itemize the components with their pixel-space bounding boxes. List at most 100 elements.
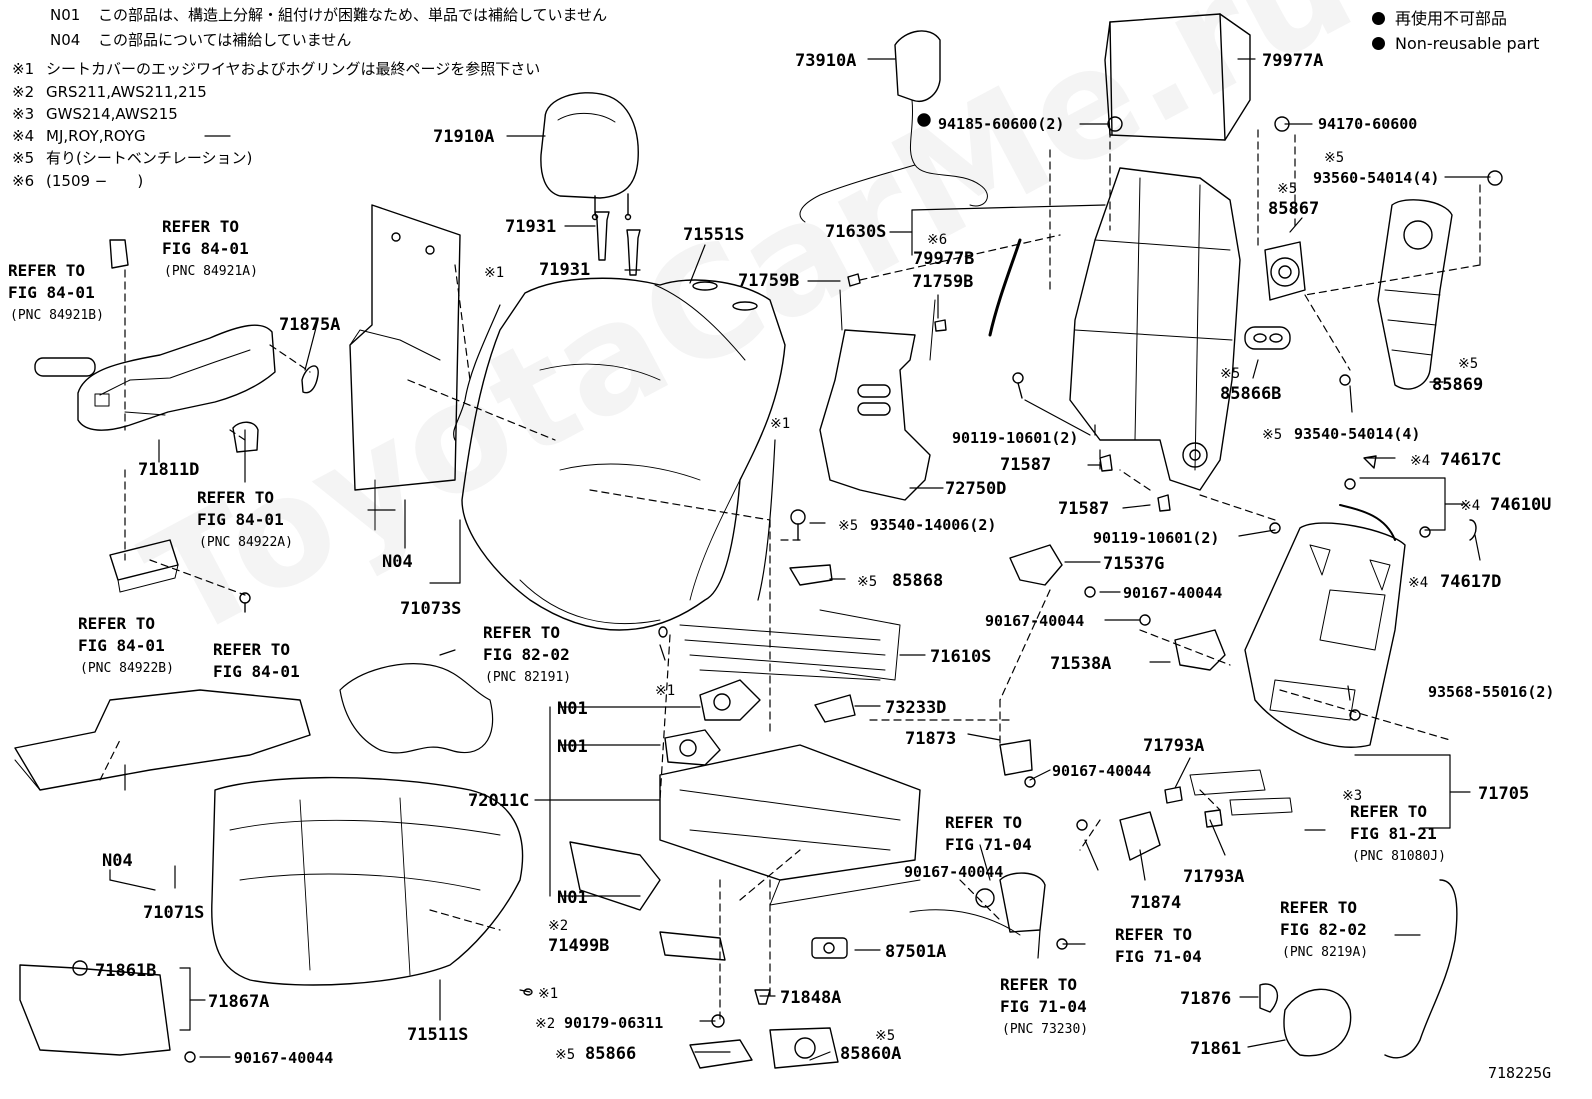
screw-74610u-a: [1344, 478, 1356, 490]
clip-71587-a: [1099, 454, 1113, 472]
sensor-87501a: [811, 937, 848, 959]
fan-85867: [1264, 241, 1306, 301]
svg-text:(PNC 82191): (PNC 82191): [485, 670, 571, 685]
svg-text:FIG 84-01: FIG 84-01: [197, 510, 284, 529]
grommet: [975, 888, 995, 908]
hog-ring: [523, 988, 533, 996]
mark: ※5: [1324, 150, 1344, 166]
leader-lines: [109, 58, 1491, 1061]
svg-text:REFER TO: REFER TO: [1350, 802, 1427, 821]
screw-90167-a: [1084, 586, 1096, 598]
part-label: 94185-60600(2): [938, 115, 1064, 133]
part-label: 90179-06311: [564, 1014, 663, 1032]
mark: ※5: [1277, 181, 1297, 197]
mark: ※5: [1262, 427, 1282, 443]
svg-text:REFER TO: REFER TO: [197, 488, 274, 507]
part-label: N01: [557, 888, 588, 908]
refer-71-04-b: REFER TO FIG 71-04: [1115, 925, 1202, 966]
motor-upper: [699, 679, 761, 721]
legend-jp: 再使用不可部品: [1372, 11, 1507, 27]
seat-springs: [679, 609, 901, 681]
svg-text:(PNC 84921B): (PNC 84921B): [10, 308, 104, 323]
svg-text:FIG 84-01: FIG 84-01: [213, 662, 300, 681]
part-label: 79977A: [1262, 51, 1323, 71]
svg-text:REFER TO: REFER TO: [1280, 898, 1357, 917]
part-label: 90119-10601(2): [952, 429, 1078, 447]
refer-71-04-a: REFER TO FIG 71-04: [945, 813, 1032, 854]
hinge-cover-71538a: [1174, 629, 1226, 671]
guide-lines: [99, 129, 1481, 1021]
svg-text:FIG 81-21: FIG 81-21: [1350, 824, 1437, 843]
part-label: 74617D: [1440, 572, 1501, 592]
wire-harness-8219a: [1384, 879, 1458, 1059]
part-label: 90167-40044: [985, 612, 1084, 630]
mark: ※5: [838, 518, 858, 534]
part-label: N01: [557, 699, 588, 719]
part-label: 71931: [539, 260, 590, 280]
mark: ※4: [1410, 453, 1430, 469]
blower-85860a: [769, 1027, 839, 1069]
seat-pad-sheet: [14, 689, 311, 791]
hinge-cover-71537g: [1009, 544, 1063, 586]
part-label: 93540-54014(4): [1294, 425, 1420, 443]
lumbar-support: [819, 289, 936, 501]
part-label: 71071S: [143, 903, 204, 923]
seatbelt-buckle: [999, 872, 1046, 933]
bolt-71-04: [1056, 938, 1068, 950]
clip-71793a-a: [1164, 786, 1183, 804]
refer-82191: REFER TO FIG 82-02 (PNC 82191): [483, 623, 571, 685]
seal-85866b: [1244, 326, 1291, 350]
part-label: 93568-55016(2): [1428, 683, 1554, 701]
svg-text:FIG 82-02: FIG 82-02: [483, 645, 570, 664]
refer-73230: REFER TO FIG 71-04 (PNC 73230): [1000, 975, 1088, 1037]
non-reusable-dot-icon: [1372, 12, 1385, 25]
part-label: 85860A: [840, 1044, 901, 1064]
duct-85869: [1377, 199, 1453, 390]
part-label: 71793A: [1183, 867, 1244, 887]
part-label: 72011C: [468, 791, 529, 811]
part-label: 71867A: [208, 992, 269, 1012]
mark: ※5: [875, 1028, 895, 1044]
seat-cushion: [211, 776, 524, 986]
part-label: 71537G: [1103, 554, 1164, 574]
mark: ※1: [770, 416, 790, 432]
svg-text:FIG 71-04: FIG 71-04: [1000, 997, 1087, 1016]
mark: ※2: [535, 1016, 555, 1032]
part-label: 71499B: [548, 936, 609, 956]
clip-74617c: [1363, 455, 1377, 469]
clip-71587-b: [1157, 494, 1171, 512]
headrest-drawing: [540, 92, 639, 221]
wire-harness-82191: [339, 663, 494, 754]
screw-74610u-b: [1419, 526, 1431, 538]
part-label: 73233D: [885, 698, 946, 718]
part-label: 71705: [1478, 784, 1529, 804]
buckle-wire: [909, 909, 1021, 936]
nut-94185: [1107, 116, 1123, 132]
svg-text:FIG 84-01: FIG 84-01: [8, 283, 95, 302]
mark: ※5: [555, 1047, 575, 1063]
refer-84-01: REFER TO FIG 84-01: [213, 640, 300, 681]
svg-text:REFER TO: REFER TO: [945, 813, 1022, 832]
refer-8219a: REFER TO FIG 82-02 (PNC 8219A): [1280, 898, 1368, 960]
mark: ※5: [1220, 366, 1240, 382]
part-label: 71759B: [912, 272, 973, 292]
mark: ※2: [548, 918, 568, 934]
clip-74617d: [1469, 519, 1477, 541]
part-label: 90167-40044: [1052, 762, 1151, 780]
svg-text:REFER TO: REFER TO: [213, 640, 290, 659]
mark: ※1: [655, 683, 675, 699]
nut-93560: [1487, 170, 1503, 186]
part-label: 71587: [1058, 499, 1109, 519]
svg-text:REFER TO: REFER TO: [78, 614, 155, 633]
svg-text:REFER TO: REFER TO: [1000, 975, 1077, 994]
mark: ※6: [927, 232, 947, 248]
side-cover-left: [77, 324, 276, 431]
nut-94170: [1274, 116, 1290, 132]
part-label: 85867: [1268, 199, 1319, 219]
